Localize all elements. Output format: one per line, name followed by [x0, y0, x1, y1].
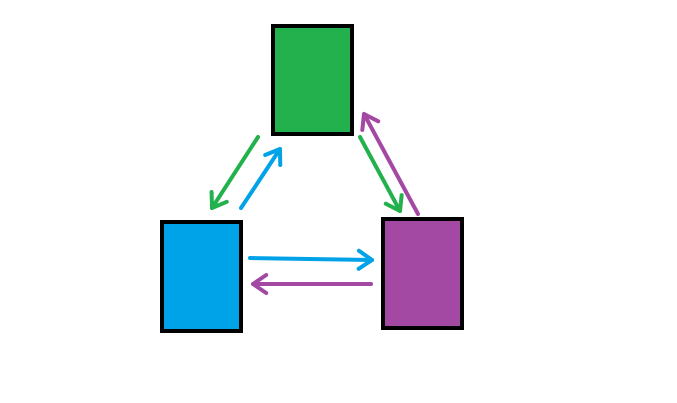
arrow-purple-to-green [360, 112, 420, 216]
arrow-purple-to-blue [251, 272, 373, 296]
arrow-green-to-blue [209, 135, 260, 210]
purple-box [381, 217, 464, 330]
arrow-blue-to-purple [248, 248, 374, 271]
blue-box [160, 220, 243, 333]
arrow-blue-to-green [239, 147, 283, 210]
green-box [271, 24, 354, 136]
arrow-green-to-purple [358, 135, 404, 213]
